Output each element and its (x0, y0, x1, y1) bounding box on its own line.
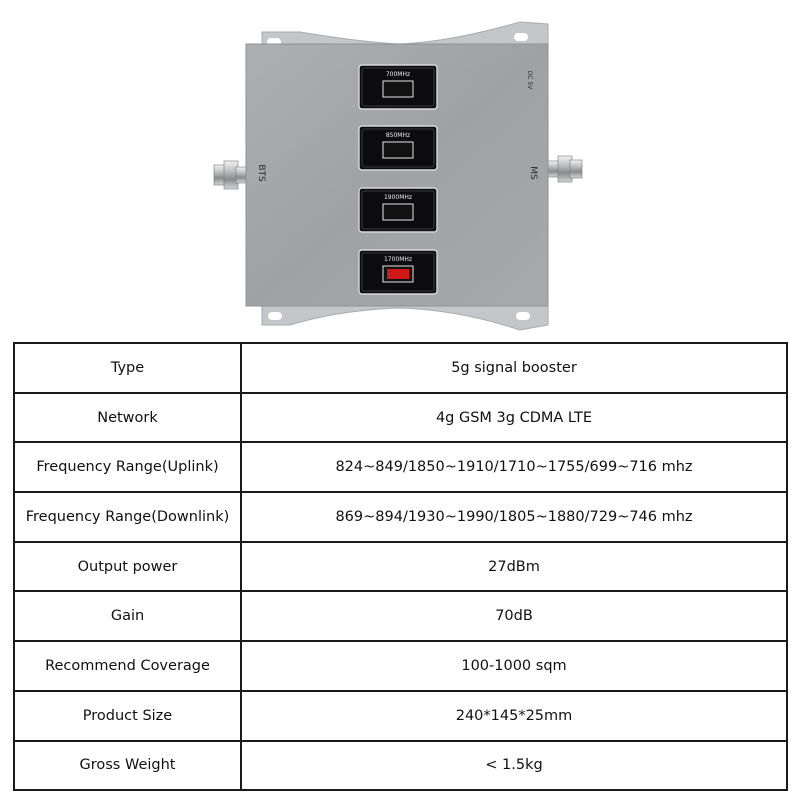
table-row: Frequency Range(Uplink) 824~849/1850~191… (13, 441, 788, 494)
spec-label: Frequency Range(Downlink) (13, 491, 242, 543)
table-row: Gross Weight < 1.5kg (13, 739, 788, 792)
spec-value: < 1.5kg (240, 739, 788, 792)
power-label: DC 5V (526, 71, 533, 91)
band-label: 700MHz (386, 71, 410, 78)
band-module-700: 700MHz (358, 64, 438, 110)
table-row: Network 4g GSM 3g CDMA LTE (13, 391, 788, 444)
table-row: Frequency Range(Downlink) 869~894/1930~1… (13, 491, 788, 543)
band-label: 1700MHz (384, 256, 412, 263)
band-display-screen (382, 141, 414, 159)
band-label: 1900MHz (384, 194, 412, 201)
band-display-screen (382, 203, 414, 221)
spec-label: Product Size (13, 689, 242, 742)
table-row: Recommend Coverage 100-1000 sqm (13, 640, 788, 692)
alarm-led-icon (387, 269, 409, 279)
spec-label: Frequency Range(Uplink) (13, 441, 242, 494)
spec-label: Output power (13, 540, 242, 593)
spec-value: 100-1000 sqm (240, 640, 788, 692)
spec-label: Type (13, 342, 242, 394)
spec-label: Gain (13, 590, 242, 643)
spec-value: 869~894/1930~1990/1805~1880/729~746 mhz (240, 491, 788, 543)
table-row: Gain 70dB (13, 590, 788, 643)
band-display-screen (382, 80, 414, 98)
spec-label: Recommend Coverage (13, 640, 242, 692)
table-row: Product Size 240*145*25mm (13, 689, 788, 742)
ms-port-label: MS (528, 166, 538, 180)
bts-connector (213, 160, 249, 190)
spec-value: 70dB (240, 590, 788, 643)
band-label: 850MHz (386, 132, 410, 139)
table-row: Type 5g signal booster (13, 342, 788, 394)
mounting-bracket-bottom (261, 299, 549, 331)
spec-value: 27dBm (240, 540, 788, 593)
spec-label: Gross Weight (13, 739, 242, 792)
band-module-1900: 1900MHz (358, 187, 438, 233)
bts-port-label: BTS (256, 164, 266, 182)
spec-value: 240*145*25mm (240, 689, 788, 742)
table-row: Output power 27dBm (13, 540, 788, 593)
band-module-1700: 1700MHz (358, 249, 438, 295)
spec-value: 4g GSM 3g CDMA LTE (240, 391, 788, 444)
spec-label: Network (13, 391, 242, 444)
ms-connector (545, 155, 583, 183)
signal-booster-device-image: BTS MS DC 5V 700MHz 850MHz 1900MHz 1700M… (213, 21, 583, 331)
spec-value: 824~849/1850~1910/1710~1755/699~716 mhz (240, 441, 788, 494)
spec-value: 5g signal booster (240, 342, 788, 394)
band-module-850: 850MHz (358, 125, 438, 171)
spec-table: Type 5g signal booster Network 4g GSM 3g… (13, 342, 788, 792)
